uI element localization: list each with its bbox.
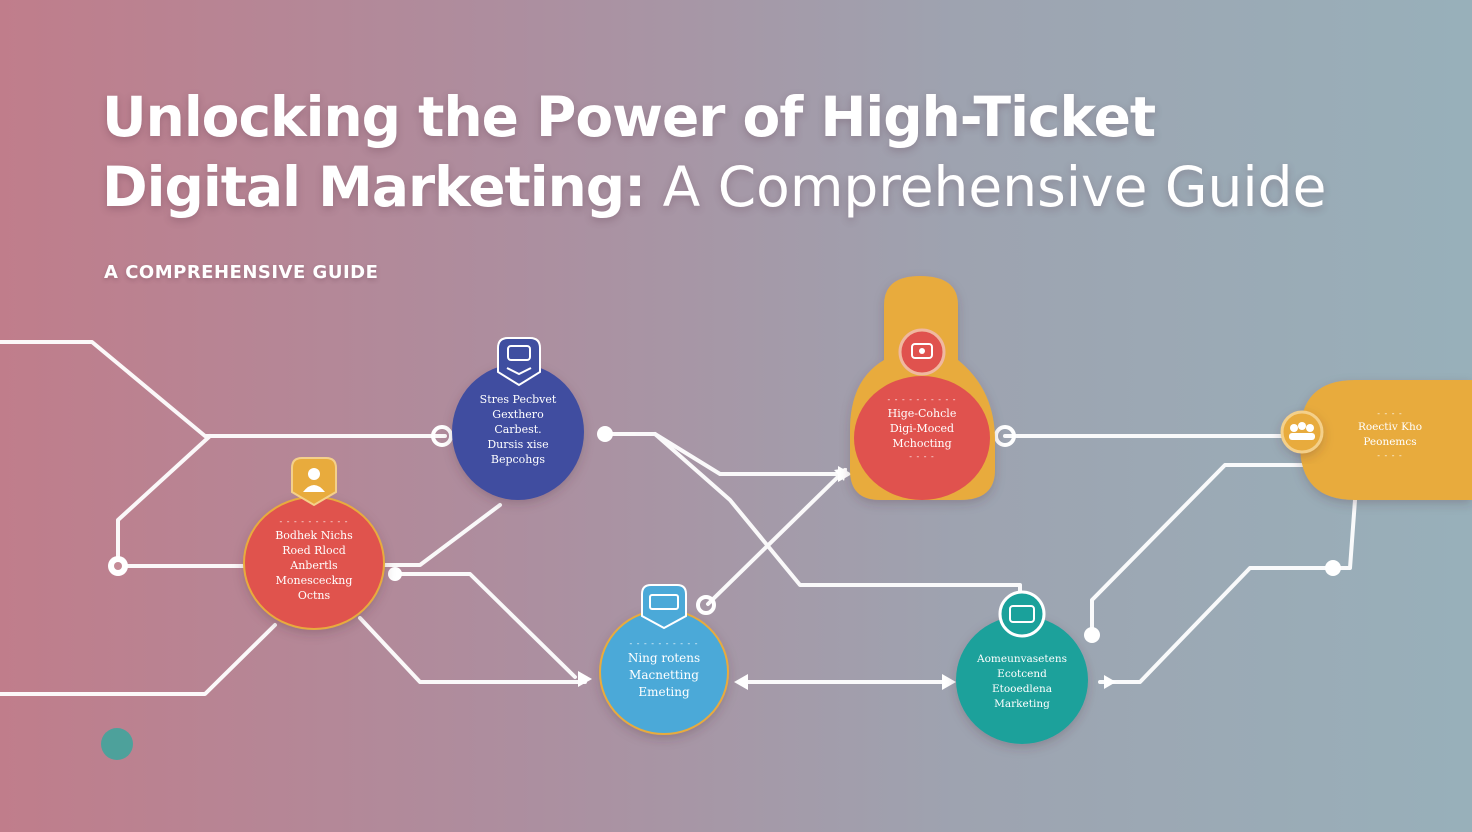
node-label-line: Stres Pecbvet: [479, 393, 557, 406]
node-label-line: Ecotcend: [997, 668, 1047, 680]
node-label-divider: - - - - - - - - - -: [629, 639, 699, 648]
teal-node-circle: [956, 616, 1088, 744]
title-line-2: Digital Marketing: A Comprehensive Guide: [102, 152, 1326, 222]
arrow-left-icon: [734, 674, 748, 690]
node-label-line: Ning rotens: [627, 651, 701, 665]
node-label-line: Aomeunvasetens: [977, 653, 1067, 665]
connector-dot: [696, 595, 716, 615]
arrow-heads: [578, 466, 1116, 690]
yellow-tag-shape: [1300, 380, 1472, 500]
connector-dot: [597, 426, 613, 442]
connector-line: [1333, 498, 1357, 570]
person-icon-body: [303, 485, 325, 492]
blue-node-circle: [452, 364, 584, 500]
monitor-icon-glyph: [507, 345, 531, 361]
connector-line: [653, 432, 1022, 602]
arrow-right-icon: [578, 671, 592, 687]
node-label-line: Monesceckng: [275, 574, 353, 587]
connector-dot: [994, 425, 1016, 447]
monitor-icon-base: [506, 367, 532, 376]
node-label-line: Bepcohgs: [490, 453, 546, 466]
node-label-divider: - - - - - - - - - -: [279, 517, 349, 526]
node-label-line: Roed Rlocd: [282, 544, 346, 557]
title-line-2-bold: Digital Marketing:: [102, 155, 646, 219]
orange-node-circle: [854, 376, 990, 500]
connector-line: [1098, 566, 1337, 684]
node-label-line: Anbertls: [290, 559, 338, 572]
red-node-label: - - - - - - - - - - Bodhek Nichs Roed Rl…: [244, 516, 384, 603]
group-icon: [1280, 410, 1324, 454]
person-icon-head: [308, 468, 320, 480]
decorative-dot: [101, 728, 133, 760]
node-label-line: Mchocting: [892, 437, 952, 450]
subtitle: A COMPREHENSIVE GUIDE: [104, 262, 379, 283]
badge-icon-glyph: [1009, 605, 1035, 623]
connector-dot: [388, 567, 402, 581]
blue-node-label: Stres Pecbvet Gexthero Carbest. Dursis x…: [450, 392, 586, 467]
node-label-line: Bodhek Nichs: [275, 529, 353, 542]
node-label-line: Marketing: [994, 698, 1050, 710]
connector-line: [393, 572, 577, 679]
connector-line: [0, 340, 447, 438]
node-label-line: Dursis xise: [487, 438, 549, 451]
target-icon-glyph: [911, 343, 933, 359]
node-label-line: Roectiv Kho: [1357, 421, 1423, 433]
connector-line: [1090, 463, 1307, 637]
node-label-line: Digi-Moced: [889, 422, 955, 435]
connector-line: [706, 468, 847, 606]
node-label-divider: - - - -: [909, 452, 935, 461]
person-icon: [291, 457, 337, 507]
arrow-right-icon: [942, 674, 956, 690]
node-label-line: Gexthero: [492, 408, 544, 421]
node-label-line: Etooedlena: [991, 683, 1053, 695]
connector-line: [603, 432, 847, 476]
node-label-line: Emeting: [638, 685, 690, 699]
connector-dot: [431, 425, 453, 447]
arrow-right-icon: [1104, 675, 1116, 689]
node-label-divider: - - - - - - - - - -: [887, 395, 957, 404]
node-label-line: Peonemcs: [1363, 436, 1417, 448]
connector-dots: [108, 425, 1341, 643]
laptop-icon-glyph: [649, 594, 679, 610]
yellow-tag-label: - - - - Roectiv Kho Peonemcs - - - -: [1330, 408, 1450, 462]
page-title: Unlocking the Power of High-Ticket Digit…: [102, 82, 1326, 222]
orange-node-label: - - - - - - - - - - Hige-Cohcle Digi-Moc…: [854, 394, 990, 463]
node-label-line: Hige-Cohcle: [887, 407, 957, 420]
target-icon-center: [919, 348, 925, 354]
connector-line: [358, 616, 587, 684]
badge-icon: [998, 590, 1046, 638]
connector-lines: [0, 340, 1357, 696]
node-label-line: Macnetting: [629, 668, 699, 682]
connector-dot: [1325, 560, 1341, 576]
group-icon-glyph: [1289, 422, 1315, 440]
node-label-line: Octns: [297, 589, 331, 602]
connector-line: [116, 434, 212, 568]
connector-line: [378, 503, 502, 567]
arrow-up-right-icon: [834, 468, 847, 481]
connector-dot-center: [114, 562, 122, 570]
light-blue-node-label: - - - - - - - - - - Ning rotens Macnetti…: [600, 638, 728, 701]
connector-line: [0, 623, 277, 696]
title-line-1: Unlocking the Power of High-Ticket: [102, 85, 1156, 149]
node-label-divider: - - - -: [1377, 451, 1403, 460]
node-label-line: Carbest.: [494, 423, 542, 436]
title-line-2-light: A Comprehensive Guide: [645, 155, 1327, 219]
connector-dot: [1084, 627, 1100, 643]
node-label-divider: - - - -: [1377, 409, 1403, 418]
teal-node-label: Aomeunvasetens Ecotcend Etooedlena Marke…: [956, 652, 1088, 712]
